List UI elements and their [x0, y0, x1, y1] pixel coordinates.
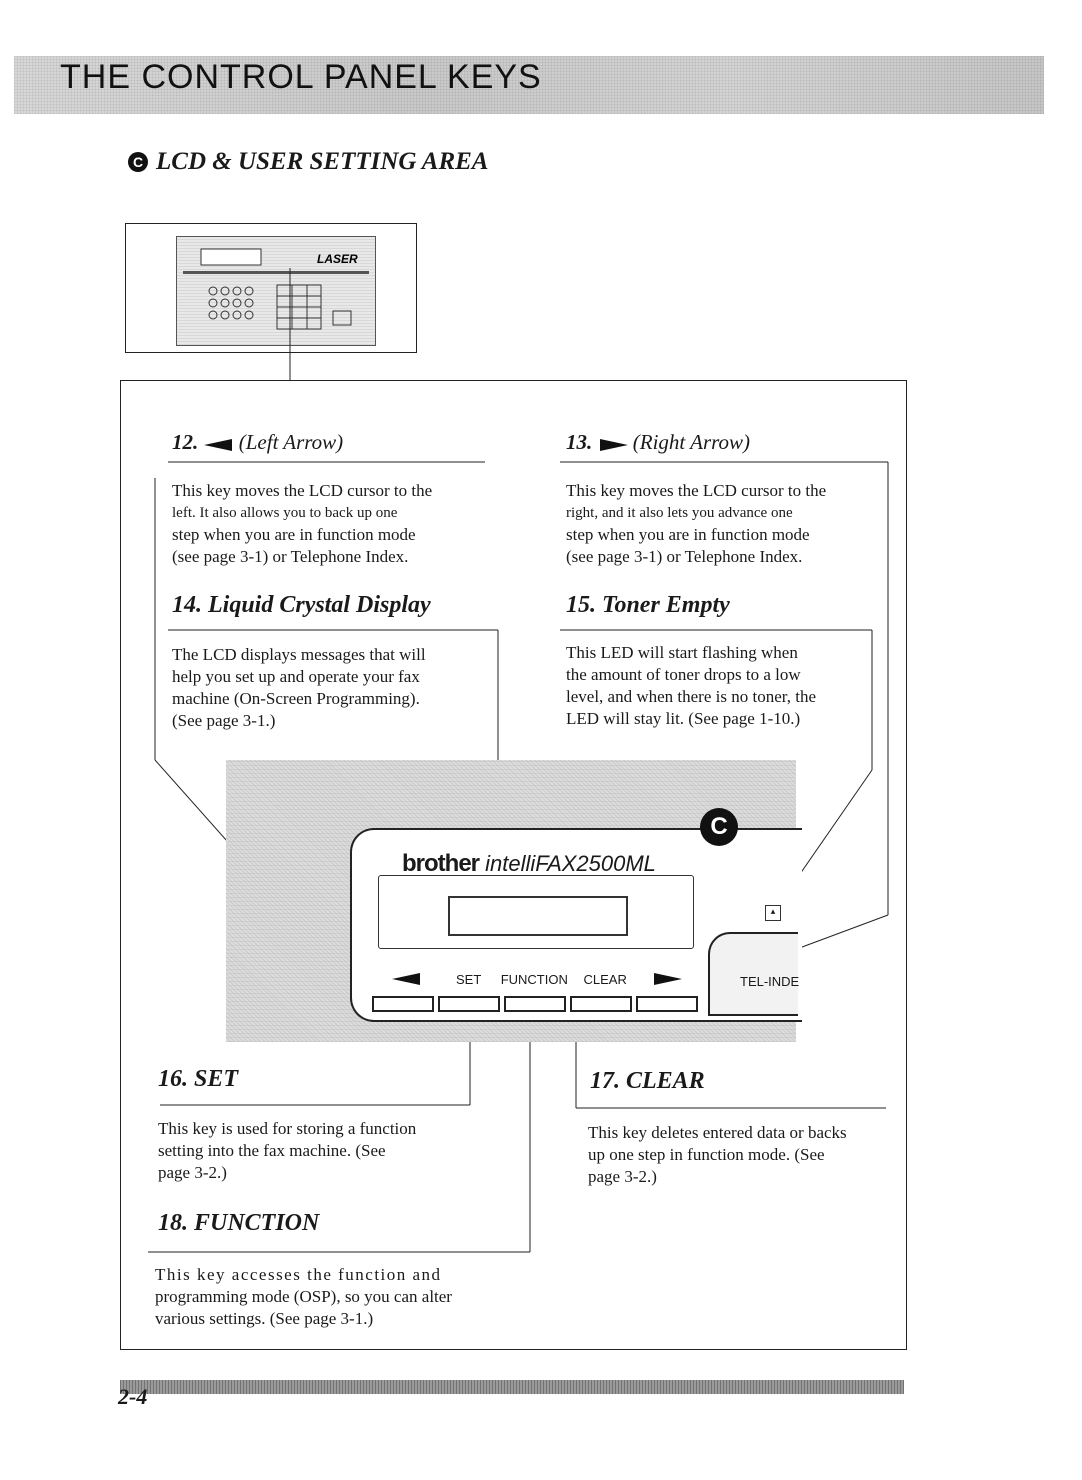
key-16-description: This key is used for storing a function … — [158, 1118, 468, 1184]
panel-label-function: FUNCTION — [500, 972, 568, 987]
device-thumbnail: LASER — [176, 236, 376, 346]
text-line: page 3-2.) — [588, 1167, 657, 1186]
footer-band — [120, 1380, 904, 1394]
text-line: page 3-2.) — [158, 1163, 227, 1182]
key-18-description: This key accesses the function and progr… — [155, 1264, 525, 1330]
panel-key-labels: SET FUNCTION CLEAR — [456, 972, 627, 987]
text-line: This LED will start flashing when — [566, 643, 798, 662]
key-17-description: This key deletes entered data or backs u… — [588, 1122, 888, 1188]
key-15-description: This LED will start flashing when the am… — [566, 642, 866, 730]
callout-panel — [120, 380, 907, 1350]
key-12-number: 12. — [172, 430, 199, 454]
key-13-heading: 13. (Right Arrow) — [566, 430, 750, 457]
key-16-heading: 16. SET — [158, 1066, 239, 1092]
text-line: (see page 3-1) or Telephone Index. — [172, 547, 409, 566]
text-line: LED will stay lit. (See page 1-10.) — [566, 709, 801, 728]
brand-logo: brother intelliFAX2500ML — [402, 850, 656, 878]
key-12-label: (Left Arrow) — [238, 430, 344, 454]
left-arrow-icon — [203, 432, 234, 457]
tel-index-label: TEL-INDE — [740, 974, 800, 989]
text-line: This key moves the LCD cursor to the — [566, 481, 827, 500]
tel-index-area — [708, 932, 798, 1016]
set-key[interactable] — [438, 996, 500, 1012]
section-c-icon: C — [128, 152, 148, 172]
key-12-description: This key moves the LCD cursor to the lef… — [172, 480, 488, 568]
text-line: various settings. (See page 3-1.) — [155, 1309, 374, 1328]
page-title: THE CONTROL PANEL KEYS — [60, 58, 542, 96]
text-line: help you set up and operate your fax — [172, 667, 420, 686]
text-line: The LCD displays messages that will — [172, 645, 426, 664]
text-line: level, and when there is no toner, the — [566, 687, 816, 706]
text-line: right, and it also lets you advance one — [566, 505, 793, 521]
header-band — [14, 56, 1044, 114]
function-key[interactable] — [504, 996, 566, 1012]
text-line: (See page 3-1.) — [172, 711, 276, 730]
clear-key[interactable] — [570, 996, 632, 1012]
key-13-description: This key moves the LCD cursor to the rig… — [566, 480, 876, 568]
panel-right-arrow-icon — [652, 972, 682, 990]
page-number: 2-4 — [118, 1384, 148, 1409]
key-13-number: 13. — [566, 430, 593, 454]
key-13-label: (Right Arrow) — [632, 430, 751, 454]
panel-key-row — [372, 996, 698, 1012]
text-line: programming mode (OSP), so you can alter — [155, 1287, 452, 1306]
section-title: LCD & USER SETTING AREA — [156, 148, 489, 175]
text-line: This key deletes entered data or backs — [588, 1123, 847, 1142]
model-name: intelliFAX2500ML — [485, 851, 656, 876]
key-14-heading: 14. Liquid Crystal Display — [172, 592, 431, 618]
key-12-heading: 12. (Left Arrow) — [172, 430, 343, 457]
text-line: up one step in function mode. (See — [588, 1145, 825, 1164]
panel-left-arrow-icon — [392, 972, 422, 990]
key-17-heading: 17. CLEAR — [590, 1068, 705, 1094]
toner-empty-led-icon: ▴ — [765, 905, 781, 921]
section-c-badge: C — [700, 808, 738, 846]
text-line: step when you are in function mode — [566, 525, 810, 544]
lcd-screen — [448, 896, 628, 936]
brand-name: brother — [402, 850, 480, 877]
key-14-description: The LCD displays messages that will help… — [172, 644, 490, 732]
text-line: left. It also allows you to back up one — [172, 505, 398, 521]
text-line: This key is used for storing a function — [158, 1119, 417, 1138]
panel-label-set: SET — [456, 972, 482, 987]
right-arrow-key[interactable] — [636, 996, 698, 1012]
text-line: (see page 3-1) or Telephone Index. — [566, 547, 803, 566]
text-line: the amount of toner drops to a low — [566, 665, 801, 684]
key-18-heading: 18. FUNCTION — [158, 1210, 320, 1236]
fax-thumbnail-icon: LASER — [183, 248, 369, 330]
text-line: machine (On-Screen Programming). — [172, 689, 420, 708]
key-15-heading: 15. Toner Empty — [566, 592, 730, 618]
left-arrow-key[interactable] — [372, 996, 434, 1012]
svg-text:LASER: LASER — [317, 252, 358, 266]
text-line: step when you are in function mode — [172, 525, 416, 544]
text-line: This key accesses the function and — [155, 1265, 442, 1284]
text-line: This key moves the LCD cursor to the — [172, 481, 433, 500]
panel-label-clear: CLEAR — [583, 972, 627, 987]
text-line: setting into the fax machine. (See — [158, 1141, 386, 1160]
right-arrow-icon — [598, 432, 628, 457]
